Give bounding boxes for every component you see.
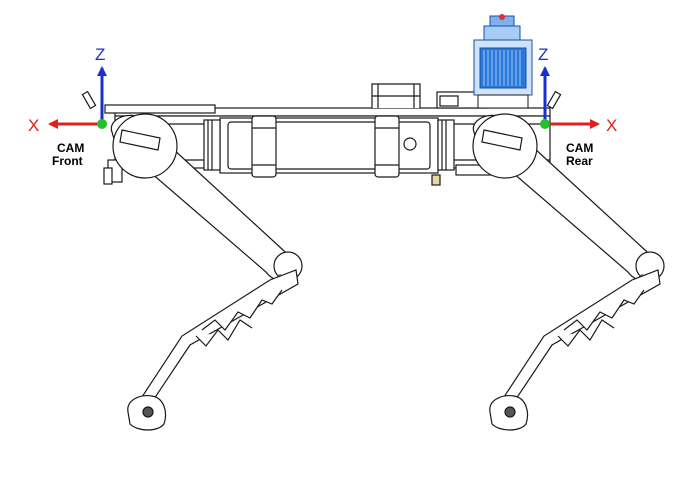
rear-camera-mount (546, 90, 562, 110)
front-x-label: X (28, 116, 39, 135)
front-origin-dot (97, 119, 107, 129)
rear-z-label: Z (538, 45, 548, 64)
rear-cam-label-line2: Rear (566, 154, 593, 168)
rear-camera-frame: X Z CAM Rear (538, 45, 617, 168)
rear-leg (472, 113, 665, 431)
rear-x-label: X (606, 116, 617, 135)
rear-cam-label-line1: CAM (566, 141, 593, 155)
payload-module (473, 14, 533, 109)
front-leg (110, 113, 303, 431)
front-cam-label-line2: Front (52, 154, 83, 168)
rear-origin-dot (540, 119, 550, 129)
front-cam-label-line1: CAM (57, 141, 84, 155)
front-camera-frame: X Z CAM Front (28, 45, 107, 168)
front-camera-mount (81, 90, 97, 110)
front-z-label: Z (95, 45, 105, 64)
